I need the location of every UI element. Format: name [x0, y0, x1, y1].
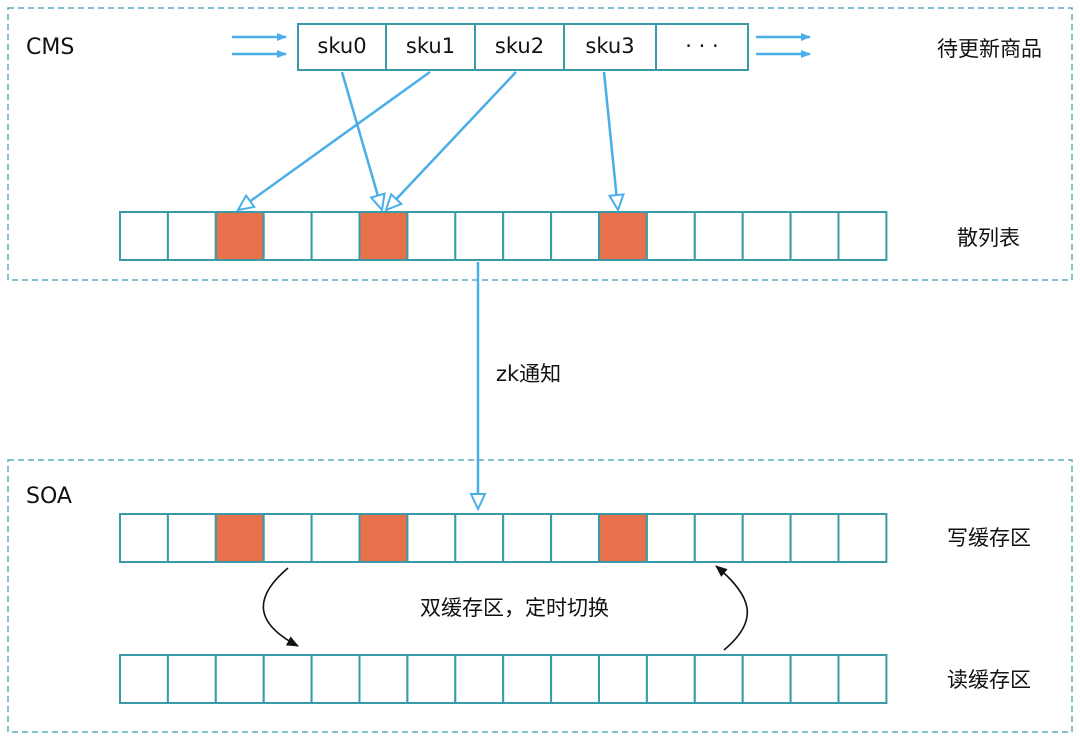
cms-region [7, 7, 1073, 281]
sku1-to-slot2-arrow [236, 70, 431, 212]
hash-table-row [119, 211, 888, 261]
write-buffer-slot-1 [166, 513, 217, 563]
hash-slot-12 [693, 211, 744, 261]
hash-slot-13 [741, 211, 792, 261]
read-buffer-slot-5 [358, 654, 409, 704]
hash-slot-7 [454, 211, 505, 261]
sku-cell-2 [474, 23, 565, 71]
read-buffer-slot-4 [310, 654, 361, 704]
read-buffer-slot-14 [789, 654, 840, 704]
write-buffer-row [119, 513, 888, 563]
read-buffer-slot-11 [645, 654, 696, 704]
read-buffer-slot-3 [262, 654, 313, 704]
hash-table-label: 散列表 [957, 226, 1020, 250]
write-buffer-slot-2-filled [214, 513, 265, 563]
hash-slot-0 [119, 211, 169, 261]
write-buffer-slot-15 [837, 513, 888, 563]
write-buffer-slot-8 [502, 513, 553, 563]
read-buffer-label: 读缓存区 [947, 668, 1031, 692]
write-buffer-slot-6 [406, 513, 457, 563]
sku-cell-3-text: sku3 [585, 34, 635, 58]
read-buffer-slot-9 [550, 654, 600, 704]
cms-region-label: CMS [26, 35, 75, 60]
soa-region [7, 459, 1073, 733]
read-buffer-slot-8 [502, 654, 553, 704]
sku-cell-ellipsis-text: · · · [685, 34, 719, 58]
read-buffer-row [119, 654, 888, 704]
read-buffer-slot-0 [119, 654, 169, 704]
hash-slot-11 [645, 211, 696, 261]
hash-slot-5-filled [358, 211, 409, 261]
soa-region-label: SOA [26, 484, 72, 509]
hash-slot-2-filled [214, 211, 265, 261]
write-buffer-slot-11 [645, 513, 696, 563]
hash-slot-8 [502, 211, 553, 261]
read-buffer-slot-2 [214, 654, 265, 704]
buffer-switch-label: 双缓存区，定时切换 [420, 596, 609, 620]
write-buffer-label: 写缓存区 [947, 526, 1031, 550]
read-buffer-slot-6 [406, 654, 457, 704]
sku-cell-4 [655, 23, 749, 71]
hash-slot-1 [166, 211, 217, 261]
sku0-to-slot5-arrow [340, 71, 386, 213]
hash-mapping-arrows [236, 70, 625, 213]
hash-slot-9 [550, 211, 600, 261]
write-buffer-slot-14 [789, 513, 840, 563]
sku3-to-slot10-arrow [602, 71, 625, 213]
swap-arrow-down [262, 567, 299, 647]
read-buffer-slot-10 [598, 654, 648, 704]
hash-slot-3 [262, 211, 313, 261]
read-buffer-slot-13 [741, 654, 792, 704]
write-buffer-slot-4 [310, 513, 361, 563]
sku-cell-3 [563, 23, 657, 71]
hash-slot-4 [310, 211, 361, 261]
read-buffer-slot-7 [454, 654, 505, 704]
hash-slot-15 [837, 211, 888, 261]
sku-cell-0-text: sku0 [317, 34, 367, 58]
write-buffer-slot-0 [119, 513, 169, 563]
hash-slot-6 [406, 211, 457, 261]
read-buffer-slot-1 [166, 654, 217, 704]
pending-items-label: 待更新商品 [937, 37, 1042, 61]
read-buffer-slot-15 [837, 654, 888, 704]
swap-arrow-up [715, 565, 749, 651]
zk-notify-line [469, 262, 487, 512]
sku2-to-slot5-arrow [384, 71, 517, 212]
sku-cell-1-text: sku1 [405, 34, 456, 58]
zk-notify-label: zk通知 [496, 362, 562, 386]
write-buffer-slot-9 [550, 513, 600, 563]
read-buffer-slot-12 [693, 654, 744, 704]
sku-cell-2-text: sku2 [494, 34, 545, 58]
write-buffer-slot-3 [262, 513, 313, 563]
write-buffer-slot-5-filled [358, 513, 409, 563]
write-buffer-slot-13 [741, 513, 792, 563]
pending-sku-queue [297, 23, 749, 71]
hash-slot-14 [789, 211, 840, 261]
write-buffer-slot-12 [693, 513, 744, 563]
zk-notify-arrow [469, 262, 487, 512]
write-buffer-slot-10-filled [598, 513, 648, 563]
hash-slot-10-filled [598, 211, 648, 261]
write-buffer-slot-7 [454, 513, 505, 563]
